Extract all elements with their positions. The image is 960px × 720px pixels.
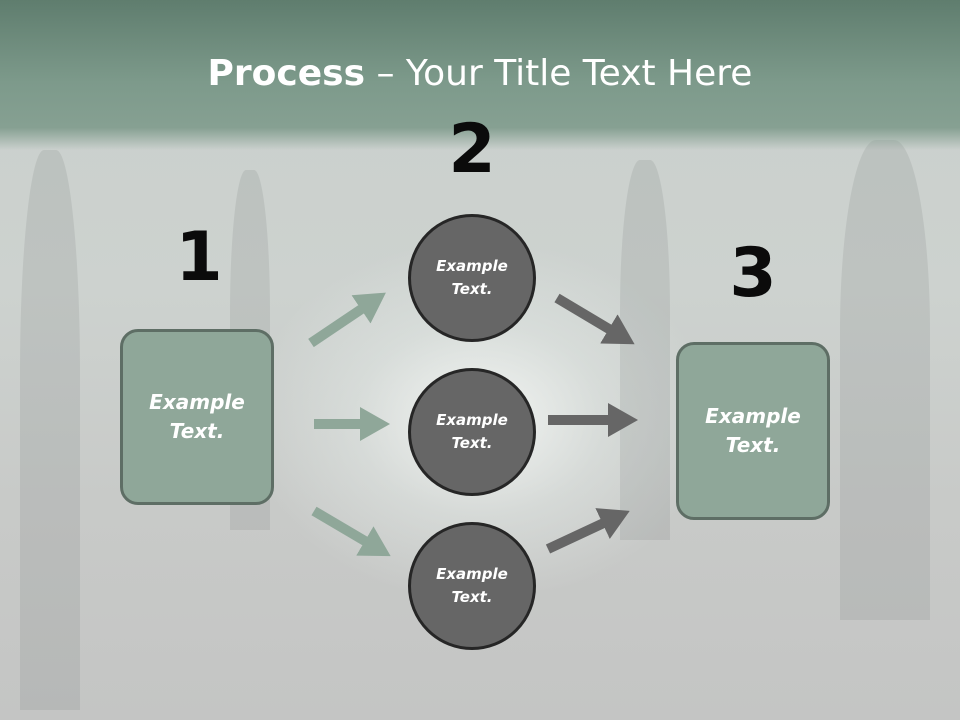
step-number-2: 2	[448, 110, 496, 189]
title-rest: – Your Title Text Here	[365, 53, 753, 94]
step-3-label: Example Text.	[705, 404, 801, 457]
slide-title: Process – Your Title Text Here	[0, 52, 960, 96]
circle-top-label: Example Text.	[436, 257, 508, 298]
step-number-3: 3	[729, 234, 777, 313]
step-1-label: Example Text.	[149, 390, 245, 443]
arrow-from-bottom-circle	[545, 508, 630, 554]
circle-middle: Example Text.	[408, 368, 536, 496]
circle-bottom-label: Example Text.	[436, 565, 508, 606]
arrow-to-top-circle	[308, 292, 386, 348]
background-tree	[840, 140, 930, 620]
circle-bottom: Example Text.	[408, 522, 536, 650]
circle-middle-label: Example Text.	[436, 411, 508, 452]
step-1-box: Example Text.	[120, 329, 274, 505]
background-tree	[620, 160, 670, 540]
circle-top: Example Text.	[408, 214, 536, 342]
step-number-1: 1	[175, 218, 223, 297]
title-bold: Process	[207, 53, 366, 94]
background-tree	[20, 150, 80, 710]
title-bar	[0, 0, 960, 150]
step-3-box: Example Text.	[676, 342, 830, 520]
arrow-from-top-circle	[554, 293, 635, 345]
arrow-to-bottom-circle	[311, 506, 391, 557]
